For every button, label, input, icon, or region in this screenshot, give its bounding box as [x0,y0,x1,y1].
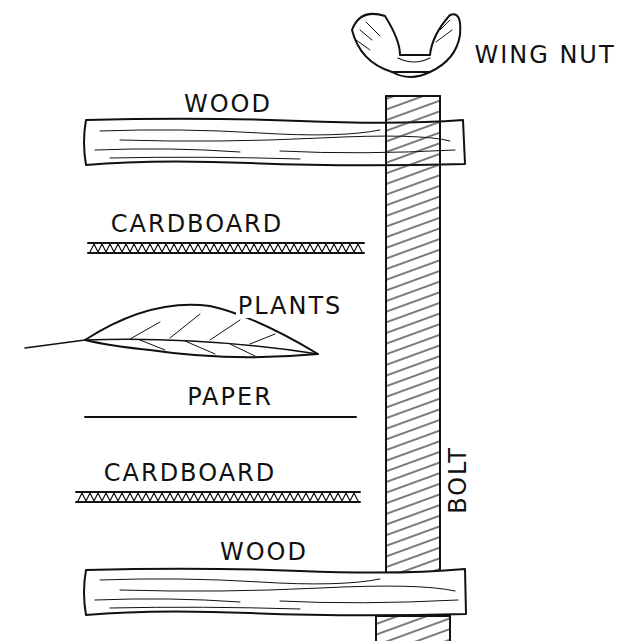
wing-nut [352,14,460,77]
part-label: WING NUT [472,43,617,67]
bolt [386,96,440,616]
wood-board [84,569,466,616]
paper-sheet [85,416,356,418]
part-label: PLANTS [236,294,345,318]
part-label: PAPER [185,385,275,409]
part-label: CARDBOARD [109,212,285,236]
cardboard-sheet [88,243,364,253]
part-label: WOOD [182,92,274,116]
part-label: CARDBOARD [102,461,278,485]
part-label: WOOD [218,540,310,564]
part-label: BOLT [446,444,470,516]
cardboard-sheet [76,492,360,502]
bolt-head [376,616,450,641]
